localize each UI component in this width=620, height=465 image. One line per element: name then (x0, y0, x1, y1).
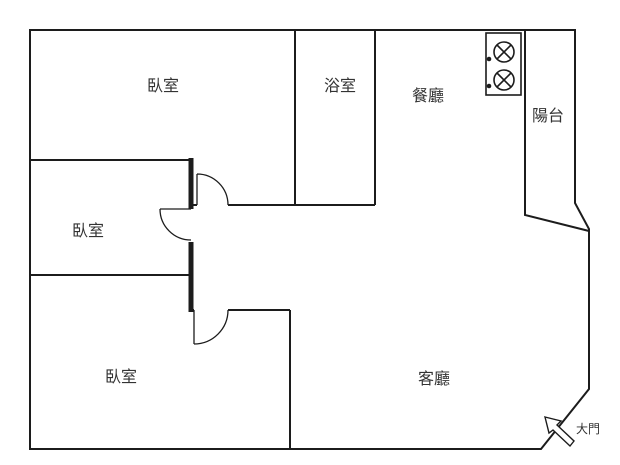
room-labels: 臥室 浴室 餐廳 陽台 臥室 臥室 客廳 大門 (72, 77, 600, 436)
stove-icon (485, 32, 522, 96)
stove-knob-dot (486, 83, 492, 89)
room-label-bedroom-middle: 臥室 (72, 222, 104, 240)
room-label-bedroom-bottom: 臥室 (105, 368, 137, 386)
room-label-main-door: 大門 (576, 422, 600, 436)
stove-burner-bottom-icon (493, 69, 515, 91)
walls (29, 29, 590, 450)
stove-burner-bottom-cross (496, 72, 512, 88)
doors (159, 173, 229, 345)
outer-wall (29, 29, 590, 450)
room-label-dining-room: 餐廳 (412, 86, 444, 105)
door-bedroom-top-icon (196, 173, 229, 206)
door-bedroom-middle-icon (159, 208, 192, 241)
stove-knob-dot (486, 56, 492, 62)
stove-body (485, 32, 522, 96)
bathroom-walls (191, 30, 376, 206)
stove-knobs (486, 56, 492, 89)
room-label-balcony: 陽台 (532, 107, 564, 125)
entrance-arrow-icon (544, 416, 575, 448)
stove-burner-top-icon (493, 41, 515, 63)
door-bedroom-bottom-icon (193, 309, 229, 345)
balcony-wall (524, 30, 590, 232)
room-label-bedroom-top: 臥室 (147, 77, 179, 95)
room-label-bathroom: 浴室 (324, 77, 356, 95)
stove-burner-top-cross (496, 44, 512, 60)
bedroom-bottom-walls (189, 309, 291, 449)
room-label-living-room: 客廳 (418, 369, 450, 388)
